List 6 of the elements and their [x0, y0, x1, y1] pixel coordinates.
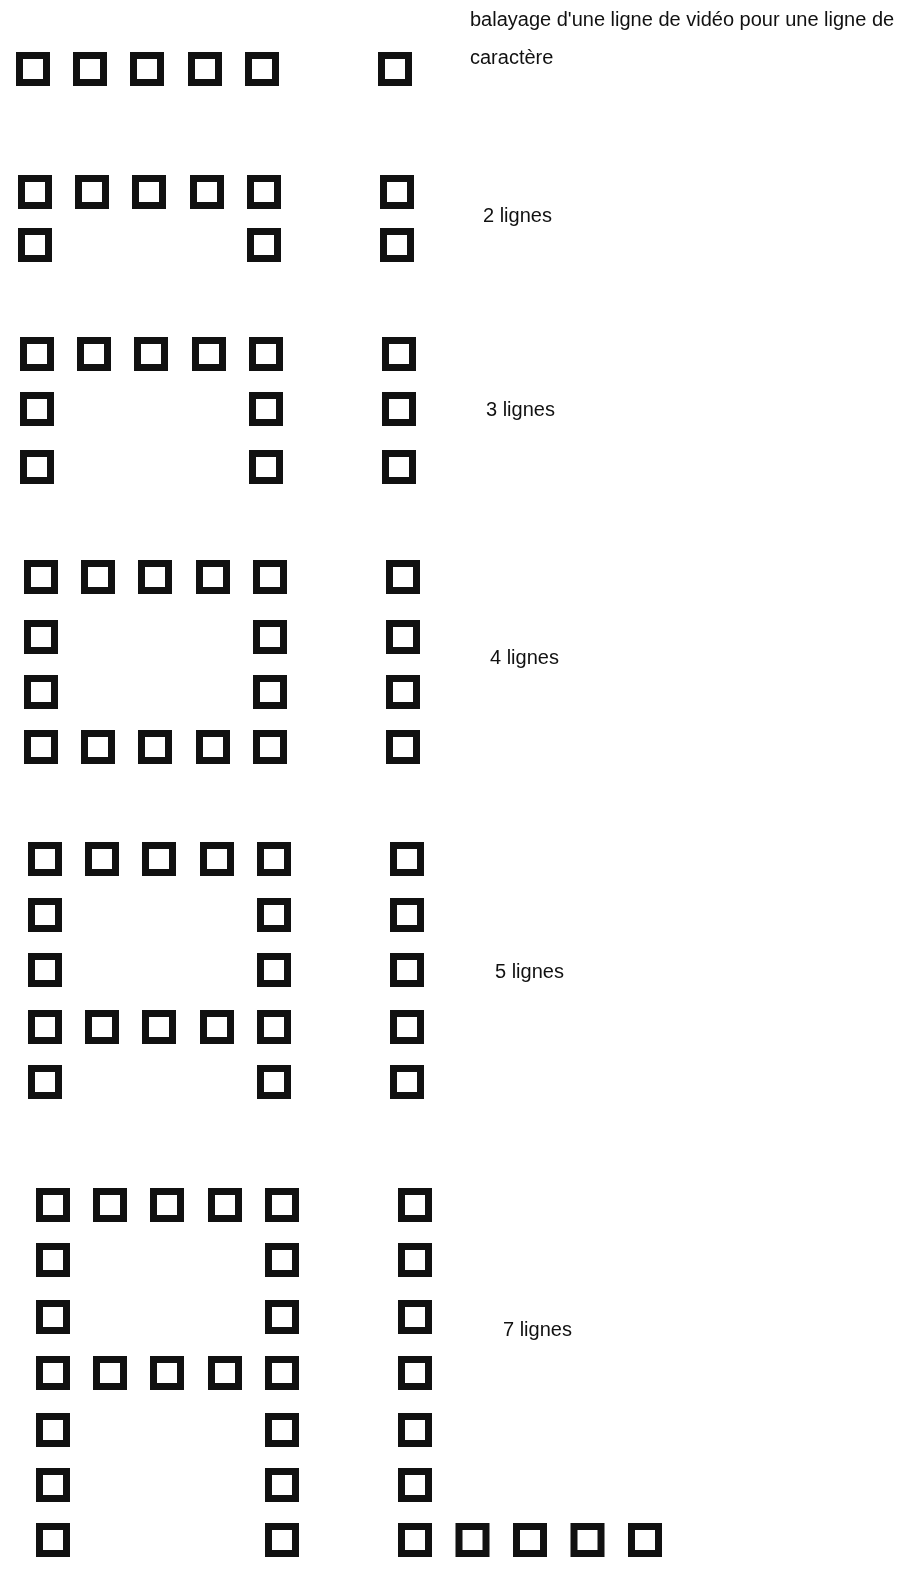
- line-count-label: 2 lignes: [483, 203, 552, 228]
- line-count-label: 5 lignes: [495, 959, 564, 984]
- line-count-label: 4 lignes: [490, 645, 559, 670]
- line-count-label: 3 lignes: [486, 397, 555, 422]
- line-count-label: 7 lignes: [503, 1317, 572, 1342]
- note-text: balayage d'une ligne de vidéo pour une ligne de caractère: [470, 7, 896, 70]
